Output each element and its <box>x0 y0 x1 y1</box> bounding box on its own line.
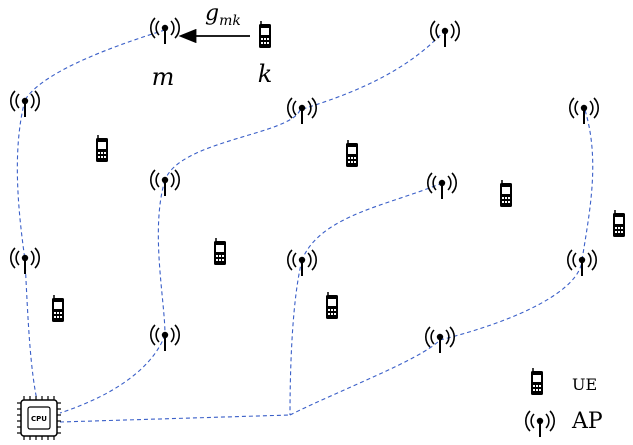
phone-icon <box>213 237 227 266</box>
phone-icon <box>95 134 109 163</box>
legend-ue-label: UE <box>572 375 597 394</box>
phone-icon <box>499 179 513 208</box>
antenna-icon <box>568 97 600 125</box>
phone-icon <box>258 20 272 49</box>
cpu-chip-icon: CPU <box>17 396 61 440</box>
antenna-icon <box>9 247 41 275</box>
fronthaul-link <box>301 182 443 261</box>
fronthaul-link <box>299 29 446 111</box>
ue-k-label: k <box>258 60 273 88</box>
fronthaul-link <box>59 414 291 423</box>
ap-m-label: m <box>152 63 175 91</box>
fronthaul-link <box>24 259 39 406</box>
phone-icon <box>325 291 339 320</box>
cpu-label: CPU <box>31 415 47 423</box>
legend-ap-label: AP <box>571 409 603 434</box>
antenna-icon <box>286 249 318 277</box>
legend: UE AP <box>524 367 603 438</box>
channel-label: gmk <box>205 1 241 29</box>
fronthaul-link <box>16 99 26 261</box>
antenna-icon <box>149 17 181 45</box>
fronthaul-link <box>157 179 166 336</box>
phone-icon <box>345 139 359 168</box>
antenna-icon <box>286 97 318 125</box>
antenna-icon <box>524 410 556 438</box>
phone-icon <box>51 294 65 323</box>
fronthaul-link <box>289 259 303 416</box>
phone-icon <box>530 367 544 396</box>
fronthaul-link <box>439 259 583 341</box>
antenna-icon <box>9 90 41 118</box>
fronthaul-links <box>16 29 594 423</box>
antenna-icon <box>426 172 458 200</box>
fronthaul-link <box>24 29 166 101</box>
user-equipments <box>51 20 626 323</box>
antenna-icon <box>566 249 598 277</box>
fronthaul-link <box>164 109 301 181</box>
fronthaul-link <box>289 339 441 416</box>
antenna-icon <box>424 326 456 354</box>
antenna-icon <box>149 169 181 197</box>
fronthaul-link <box>581 109 594 261</box>
antenna-icon <box>429 20 461 48</box>
phone-icon <box>612 209 626 238</box>
fronthaul-link <box>59 334 166 414</box>
